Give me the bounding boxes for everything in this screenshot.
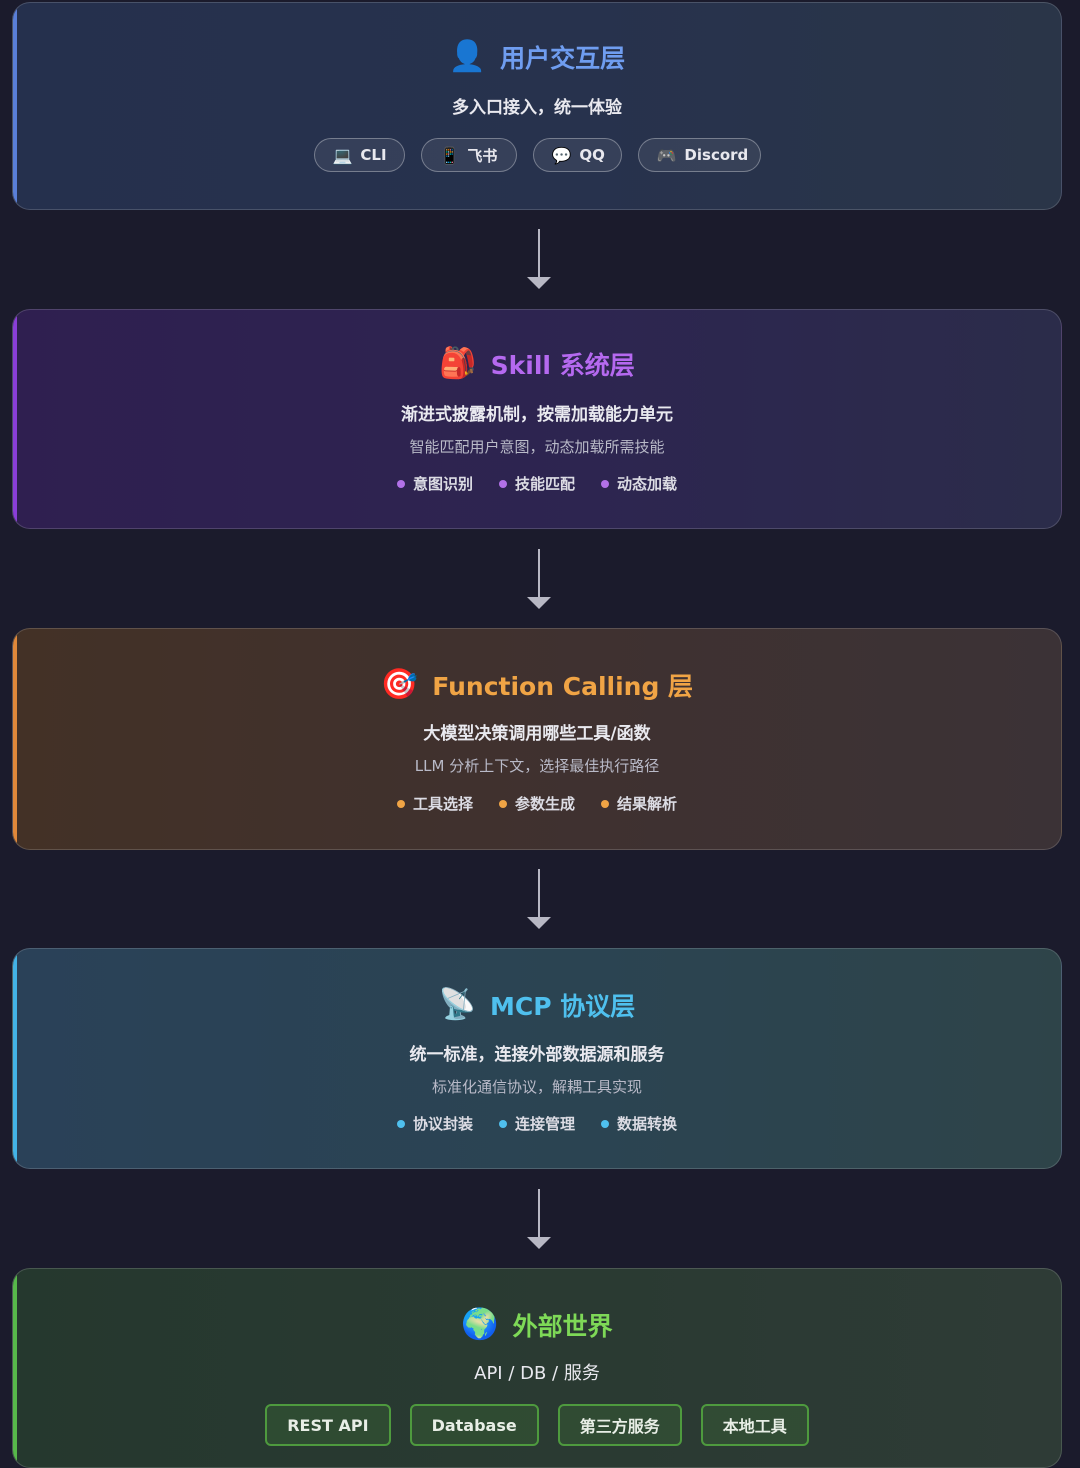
chip-label: 飞书 bbox=[467, 146, 498, 165]
user-icon: 👤 bbox=[448, 39, 487, 74]
skill-layer-description: 智能匹配用户意图，动态加载所需技能 bbox=[409, 438, 665, 456]
mcp-protocol-layer: 📡 MCP 协议层 统一标准，连接外部数据源和服务 标准化通信协议，解耦工具实现… bbox=[12, 948, 1062, 1169]
globe-icon: 🌍 bbox=[461, 1307, 499, 1342]
feature-label: 意图识别 bbox=[412, 475, 473, 493]
feature-label: 动态加载 bbox=[617, 475, 678, 493]
external-world-layer: 🌍 外部世界 API / DB / 服务 REST API Database 第… bbox=[12, 1268, 1062, 1468]
mcp-layer-subtitle: 统一标准，连接外部数据源和服务 bbox=[409, 1045, 665, 1065]
skill-layer-subtitle: 渐进式披露机制，按需加载能力单元 bbox=[401, 405, 673, 425]
user-layer-subtitle: 多入口接入，统一体验 bbox=[452, 98, 622, 118]
fc-layer-description: LLM 分析上下文，选择最佳执行路径 bbox=[414, 757, 660, 775]
feature-label: 参数生成 bbox=[514, 795, 575, 813]
feature-item: 技能匹配 bbox=[498, 473, 575, 494]
ext-layer-subtitle: API / DB / 服务 bbox=[474, 1363, 600, 1384]
skill-layer-title: Skill 系统层 bbox=[490, 351, 635, 380]
feature-item: 动态加载 bbox=[601, 473, 677, 494]
backpack-icon: 🎒 bbox=[439, 346, 477, 381]
external-tags: REST API Database 第三方服务 本地工具 bbox=[13, 1404, 1061, 1446]
mcp-features: 协议封装 连接管理 数据转换 bbox=[13, 1113, 1061, 1134]
bullet-dot bbox=[601, 1119, 609, 1128]
bullet-dot bbox=[396, 479, 405, 488]
chip-label: Discord bbox=[684, 146, 749, 164]
user-layer-title-row: 👤 用户交互层 bbox=[13, 39, 1061, 75]
tag-database[interactable]: Database bbox=[409, 1404, 539, 1446]
down-arrow-1 bbox=[527, 229, 551, 289]
feature-item: 结果解析 bbox=[601, 793, 677, 814]
phone-icon: 📱 bbox=[439, 145, 460, 165]
feature-item: 数据转换 bbox=[601, 1113, 677, 1134]
bullet-dot bbox=[498, 479, 507, 488]
feature-label: 数据转换 bbox=[617, 1115, 678, 1133]
skill-features: 意图识别 技能匹配 动态加载 bbox=[13, 473, 1061, 494]
down-arrow-4 bbox=[527, 1189, 551, 1249]
bullet-dot bbox=[601, 799, 609, 808]
entry-chips: 💻 CLI 📱 飞书 💬 QQ 🎮 Discord bbox=[13, 138, 1061, 172]
feature-label: 协议封装 bbox=[412, 1115, 473, 1133]
bullet-dot bbox=[396, 1119, 405, 1128]
ext-layer-title: 外部世界 bbox=[512, 1312, 613, 1341]
gamepad-icon: 🎮 bbox=[656, 145, 677, 165]
function-calling-layer: 🎯 Function Calling 层 大模型决策调用哪些工具/函数 LLM … bbox=[12, 628, 1062, 850]
feature-label: 连接管理 bbox=[514, 1115, 575, 1133]
bullet-dot bbox=[498, 799, 507, 808]
tag-local-tools[interactable]: 本地工具 bbox=[700, 1404, 809, 1446]
mcp-layer-title-row: 📡 MCP 协议层 bbox=[13, 987, 1061, 1023]
skill-system-layer: 🎒 Skill 系统层 渐进式披露机制，按需加载能力单元 智能匹配用户意图，动态… bbox=[12, 309, 1062, 529]
target-icon: 🎯 bbox=[380, 667, 419, 702]
chip-label: QQ bbox=[579, 146, 605, 164]
mcp-layer-title: MCP 协议层 bbox=[490, 992, 636, 1021]
chip-feishu[interactable]: 📱 飞书 bbox=[420, 138, 517, 172]
fc-layer-subtitle: 大模型决策调用哪些工具/函数 bbox=[423, 724, 651, 744]
bullet-dot bbox=[601, 479, 609, 488]
laptop-icon: 💻 bbox=[332, 145, 353, 165]
ext-layer-title-row: 🌍 外部世界 bbox=[13, 1307, 1061, 1343]
satellite-dish-icon: 📡 bbox=[438, 987, 477, 1022]
chip-label: CLI bbox=[360, 146, 387, 164]
fc-layer-title-row: 🎯 Function Calling 层 bbox=[13, 667, 1061, 703]
feature-item: 连接管理 bbox=[498, 1113, 575, 1134]
chat-bubble-icon: 💬 bbox=[551, 145, 572, 165]
bullet-dot bbox=[396, 799, 405, 808]
feature-label: 工具选择 bbox=[412, 795, 473, 813]
feature-label: 技能匹配 bbox=[514, 475, 575, 493]
down-arrow-3 bbox=[527, 869, 551, 929]
feature-label: 结果解析 bbox=[617, 795, 678, 813]
user-interaction-layer: 👤 用户交互层 多入口接入，统一体验 💻 CLI 📱 飞书 💬 QQ 🎮 Dis… bbox=[12, 2, 1062, 210]
chip-discord[interactable]: 🎮 Discord bbox=[637, 138, 761, 172]
down-arrow-2 bbox=[527, 549, 551, 609]
bullet-dot bbox=[498, 1119, 507, 1128]
tag-rest-api[interactable]: REST API bbox=[265, 1404, 391, 1446]
fc-layer-title: Function Calling 层 bbox=[432, 672, 694, 701]
fc-features: 工具选择 参数生成 结果解析 bbox=[13, 793, 1061, 814]
chip-qq[interactable]: 💬 QQ bbox=[532, 138, 622, 172]
feature-item: 工具选择 bbox=[396, 793, 473, 814]
feature-item: 参数生成 bbox=[498, 793, 575, 814]
skill-layer-title-row: 🎒 Skill 系统层 bbox=[13, 346, 1061, 382]
tag-third-party-service[interactable]: 第三方服务 bbox=[557, 1404, 682, 1446]
feature-item: 意图识别 bbox=[396, 473, 473, 494]
chip-cli[interactable]: 💻 CLI bbox=[313, 138, 405, 172]
user-layer-title: 用户交互层 bbox=[500, 44, 626, 73]
mcp-layer-description: 标准化通信协议，解耦工具实现 bbox=[431, 1078, 642, 1096]
feature-item: 协议封装 bbox=[396, 1113, 473, 1134]
